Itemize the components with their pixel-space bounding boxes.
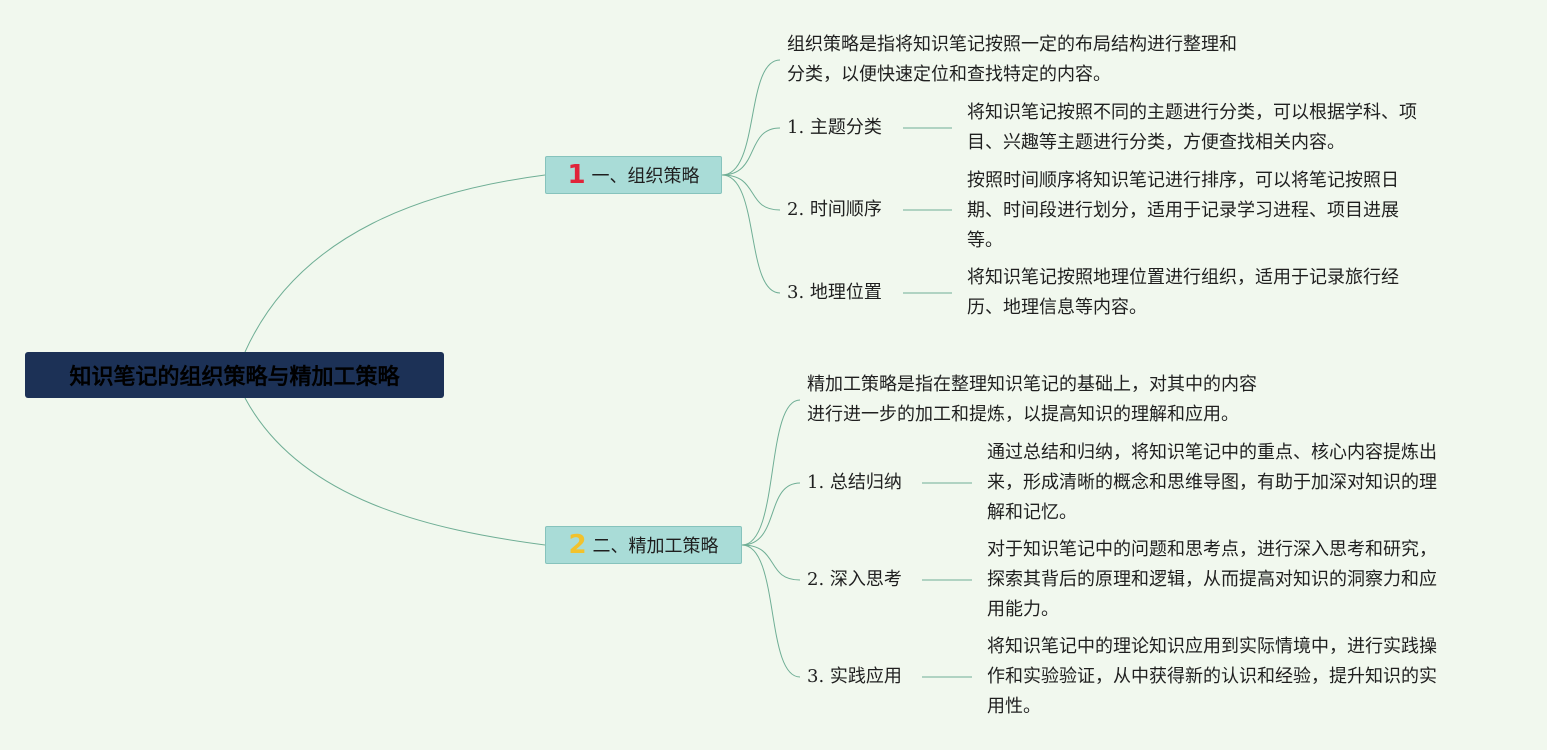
subtopic-practical-application[interactable]: 3. 实践应用 bbox=[807, 666, 902, 687]
subtopic-topic-classification-text[interactable]: 将知识笔记按照不同的主题进行分类，可以根据学科、项 目、兴趣等主题进行分类，方便… bbox=[967, 98, 1417, 158]
description-line: 进行进一步的加工和提炼，以提高知识的理解和应用。 bbox=[807, 404, 1239, 425]
text-line: 通过总结和归纳，将知识笔记中的重点、核心内容提炼出 bbox=[987, 442, 1437, 463]
subtopic-deep-thinking[interactable]: 2. 深入思考 bbox=[807, 569, 902, 590]
text-line: 来，形成清晰的概念和思维导图，有助于加深对知识的理 bbox=[987, 472, 1437, 493]
connector-b1-item2 bbox=[721, 174, 781, 211]
subtopic-geographic-location-text[interactable]: 将知识笔记按照地理位置进行组织，适用于记录旅行经 历、地理信息等内容。 bbox=[967, 263, 1399, 323]
branch-label: 一、组织策略 bbox=[591, 166, 700, 187]
branch-organization-strategy[interactable]: 1 一、组织策略 bbox=[545, 156, 722, 194]
text-line: 将知识笔记按照不同的主题进行分类，可以根据学科、项 bbox=[967, 102, 1417, 123]
root-topic[interactable]: 知识笔记的组织策略与精加工策略 bbox=[25, 352, 444, 398]
connector-root-branch-1 bbox=[244, 174, 546, 353]
text-line: 按照时间顺序将知识笔记进行排序，可以将笔记按照日 bbox=[967, 170, 1399, 191]
connector-b2-item3 bbox=[741, 544, 801, 678]
subtopic-deep-thinking-text[interactable]: 对于知识笔记中的问题和思考点，进行深入思考和研究， 探索其背后的原理和逻辑，从而… bbox=[987, 535, 1437, 625]
text-line: 历、地理信息等内容。 bbox=[967, 297, 1147, 318]
subtopic-summarize-text[interactable]: 通过总结和归纳，将知识笔记中的重点、核心内容提炼出 来，形成清晰的概念和思维导图… bbox=[987, 438, 1437, 528]
connector-b1-desc bbox=[721, 59, 781, 176]
connector-b1-item3 bbox=[721, 174, 781, 294]
subtopic-time-order[interactable]: 2. 时间顺序 bbox=[787, 199, 882, 220]
connector-b2-item1 bbox=[741, 482, 801, 546]
subtopic-summarize[interactable]: 1. 总结归纳 bbox=[807, 472, 902, 493]
text-line: 将知识笔记按照地理位置进行组织，适用于记录旅行经 bbox=[967, 267, 1399, 288]
text-line: 用性。 bbox=[987, 696, 1041, 717]
branch-elaboration-strategy[interactable]: 2 二、精加工策略 bbox=[545, 526, 742, 564]
text-line: 解和记忆。 bbox=[987, 502, 1077, 523]
description-line: 组织策略是指将知识笔记按照一定的布局结构进行整理和 bbox=[787, 34, 1237, 55]
subtopic-practical-application-text[interactable]: 将知识笔记中的理论知识应用到实际情境中，进行实践操 作和实验验证，从中获得新的认… bbox=[987, 632, 1437, 722]
connector-b2-desc bbox=[741, 399, 801, 546]
connector-b1-item1 bbox=[721, 127, 781, 176]
connector-root-branch-2 bbox=[244, 397, 546, 546]
text-line: 对于知识笔记中的问题和思考点，进行深入思考和研究， bbox=[987, 539, 1437, 560]
description-line: 精加工策略是指在整理知识笔记的基础上，对其中的内容 bbox=[807, 374, 1257, 395]
branch-2-description[interactable]: 精加工策略是指在整理知识笔记的基础上，对其中的内容 进行进一步的加工和提炼，以提… bbox=[807, 370, 1257, 430]
text-line: 将知识笔记中的理论知识应用到实际情境中，进行实践操 bbox=[987, 636, 1437, 657]
number-1-icon: 1 bbox=[567, 160, 586, 190]
subtopic-time-order-text[interactable]: 按照时间顺序将知识笔记进行排序，可以将笔记按照日 期、时间段进行划分，适用于记录… bbox=[967, 166, 1399, 256]
text-line: 探索其背后的原理和逻辑，从而提高对知识的洞察力和应 bbox=[987, 569, 1437, 590]
description-line: 分类，以便快速定位和查找特定的内容。 bbox=[787, 64, 1111, 85]
number-2-icon: 2 bbox=[568, 530, 587, 560]
text-line: 期、时间段进行划分，适用于记录学习进程、项目进展 bbox=[967, 200, 1399, 221]
branch-1-description[interactable]: 组织策略是指将知识笔记按照一定的布局结构进行整理和 分类，以便快速定位和查找特定… bbox=[787, 30, 1237, 90]
connector-b2-item2 bbox=[741, 544, 801, 581]
branch-label: 二、精加工策略 bbox=[592, 536, 719, 557]
text-line: 作和实验验证，从中获得新的认识和经验，提升知识的实 bbox=[987, 666, 1437, 687]
text-line: 目、兴趣等主题进行分类，方便查找相关内容。 bbox=[967, 132, 1345, 153]
subtopic-geographic-location[interactable]: 3. 地理位置 bbox=[787, 282, 882, 303]
subtopic-topic-classification[interactable]: 1. 主题分类 bbox=[787, 117, 882, 138]
root-topic-label: 知识笔记的组织策略与精加工策略 bbox=[69, 365, 400, 390]
text-line: 用能力。 bbox=[987, 599, 1059, 620]
text-line: 等。 bbox=[967, 230, 1003, 251]
